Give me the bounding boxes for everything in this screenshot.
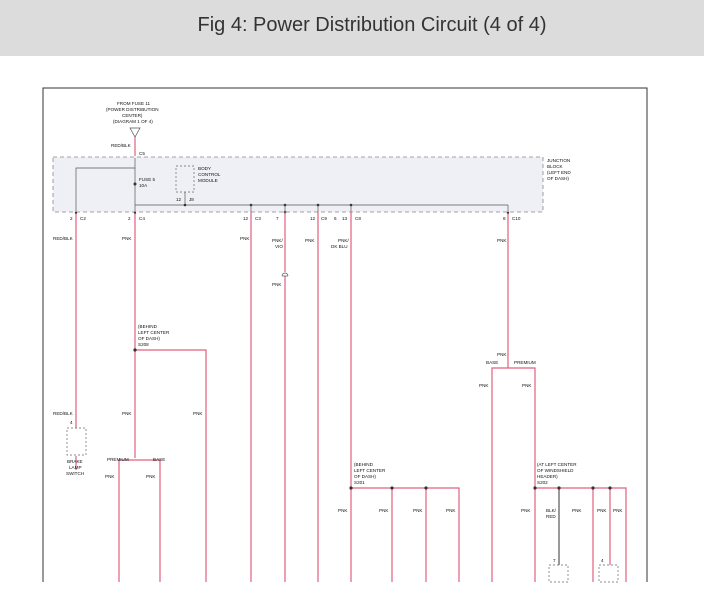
junction-block-label-2: BLOCK bbox=[547, 164, 564, 169]
wire-label-pnk-10: PNK bbox=[193, 411, 203, 416]
source-label-1: FROM FUSE 11 bbox=[117, 101, 151, 106]
wire-label-blkred-2: RED bbox=[546, 514, 556, 519]
junction-block bbox=[52, 156, 544, 213]
s202-label-2: OF WINDSHIELD bbox=[537, 468, 574, 473]
wire-label-pnk-13: PNK bbox=[338, 508, 348, 513]
brake-lamp-switch bbox=[66, 427, 87, 456]
wire-label-pnk-1: PNK bbox=[122, 236, 132, 241]
s201-label-4: S201 bbox=[354, 480, 365, 485]
wire-label-redblk: RED/BLK bbox=[53, 236, 74, 241]
source-pin-label: C5 bbox=[139, 151, 145, 156]
wire-label-pnk-7: PNK bbox=[479, 383, 489, 388]
wire-label-pnk-2: PNK bbox=[240, 236, 250, 241]
brake-pin-label: 4 bbox=[70, 420, 73, 425]
pin-4-num: 7 bbox=[276, 216, 279, 221]
s201-label-1: (BEHIND bbox=[354, 462, 374, 467]
s208-label-1: (BEHIND bbox=[138, 324, 158, 329]
wire-label-pnk-8: PNK bbox=[522, 383, 532, 388]
pin-7-conn: C8 bbox=[355, 216, 361, 221]
pin-2-num: 2 bbox=[128, 216, 131, 221]
wire-label-pnk-19: PNK bbox=[597, 508, 607, 513]
pin-5-num: 12 bbox=[310, 216, 316, 221]
pin-2-conn: C4 bbox=[139, 216, 145, 221]
brake-switch-label-1: BRAKE bbox=[67, 459, 83, 464]
pin-7-num: 13 bbox=[342, 216, 348, 221]
s201-label-3: OF DASH) bbox=[354, 474, 376, 479]
wire-label-pnk-18: PNK bbox=[572, 508, 582, 513]
bcm-label-1: BODY bbox=[198, 166, 211, 171]
source-label-3: CENTER) bbox=[122, 113, 143, 118]
pin-3-conn: C3 bbox=[255, 216, 261, 221]
pin-8-num: 8 bbox=[503, 216, 506, 221]
wire-label-pnkvio-2: VIO bbox=[275, 244, 283, 249]
bcm-label-2: CONTROL bbox=[198, 172, 221, 177]
premium-label-2: PREMIUM bbox=[107, 457, 129, 462]
s202-label-1: (AT LEFT CENTER bbox=[537, 462, 577, 467]
source-wire-label: RED/BLK bbox=[111, 143, 132, 148]
source-label-2: (POWER DISTRIBUTION bbox=[106, 107, 159, 112]
wire-label-pnk-20: PNK bbox=[613, 508, 623, 513]
s208-label-2: LEFT CENTER bbox=[138, 330, 170, 335]
wire-label-pnkdkblu-1: PNK/ bbox=[338, 238, 349, 243]
splice-icon bbox=[281, 272, 289, 277]
premium-label-1: PREMIUM bbox=[514, 360, 536, 365]
source-arrow-icon bbox=[129, 127, 141, 138]
connector-box-1 bbox=[548, 564, 569, 583]
junction-block-label-4: OF DASH) bbox=[547, 176, 569, 181]
conn-pin-4: 4 bbox=[601, 558, 604, 563]
wire-label-blkred-1: BLK/ bbox=[546, 508, 557, 513]
pin-6-num: 6 bbox=[334, 216, 337, 221]
title-bar: Fig 4: Power Distribution Circuit (4 of … bbox=[0, 0, 704, 56]
s201-label-2: LEFT CENTER bbox=[354, 468, 386, 473]
brake-switch-label-3: SWITCH bbox=[66, 471, 84, 476]
bcm-pin-conn: J8 bbox=[189, 197, 194, 202]
pin-1-conn: C2 bbox=[80, 216, 86, 221]
s208-label-3: OF DASH) bbox=[138, 336, 160, 341]
pin-5-conn: C9 bbox=[321, 216, 327, 221]
fuse-label-2: 10A bbox=[139, 183, 148, 188]
s202-label-3: HEADER) bbox=[537, 474, 558, 479]
connector-box-2 bbox=[598, 564, 619, 583]
s202-label-4: S202 bbox=[537, 480, 548, 485]
wire-label-pnk-3: PNK bbox=[305, 238, 315, 243]
base-label-1: BASE bbox=[486, 360, 498, 365]
wire-label-pnk-5: PNK bbox=[272, 282, 282, 287]
base-label-2: BASE bbox=[153, 457, 165, 462]
wire-label-pnk-4: PNK bbox=[497, 238, 507, 243]
junction-block-label-3: (LEFT END bbox=[547, 170, 571, 175]
wires bbox=[75, 212, 627, 582]
wire-label-pnk-16: PNK bbox=[446, 508, 456, 513]
conn-pin-7: 7 bbox=[553, 558, 556, 563]
source-label-4: (DIAGRAM 1 OF 4) bbox=[113, 119, 153, 124]
wire-label-pnk-17: PNK bbox=[521, 508, 531, 513]
pin-8-conn: C10 bbox=[512, 216, 521, 221]
wire-label-pnkvio-1: PNK/ bbox=[272, 238, 283, 243]
figure-title: Fig 4: Power Distribution Circuit (4 of … bbox=[197, 14, 547, 36]
pin-3-num: 12 bbox=[243, 216, 249, 221]
fuse-icon bbox=[133, 182, 137, 186]
wire-label-pnk-9: PNK bbox=[122, 411, 132, 416]
wire-label-pnkdkblu-2: DK BLU bbox=[331, 244, 348, 249]
wire-label-pnk-6: PNK bbox=[497, 352, 507, 357]
fuse-label-1: FUSE 5 bbox=[139, 177, 156, 182]
diagram-frame bbox=[42, 87, 648, 582]
bcm-label-3: MODULE bbox=[198, 178, 218, 183]
s208-label-4: S208 bbox=[138, 342, 149, 347]
wire-label-pnk-14: PNK bbox=[379, 508, 389, 513]
wire-label-pnk-15: PNK bbox=[413, 508, 423, 513]
brake-switch-label-2: LAMP bbox=[69, 465, 82, 470]
pin-1-num: 2 bbox=[70, 216, 73, 221]
wire-label-pnk-12: PNK bbox=[146, 474, 156, 479]
junction-block-label-1: JUNCTION bbox=[547, 158, 570, 163]
bcm-pin-num: 12 bbox=[176, 197, 182, 202]
brake-wire-label: RED/BLK bbox=[53, 411, 74, 416]
wire-label-pnk-11: PNK bbox=[105, 474, 115, 479]
